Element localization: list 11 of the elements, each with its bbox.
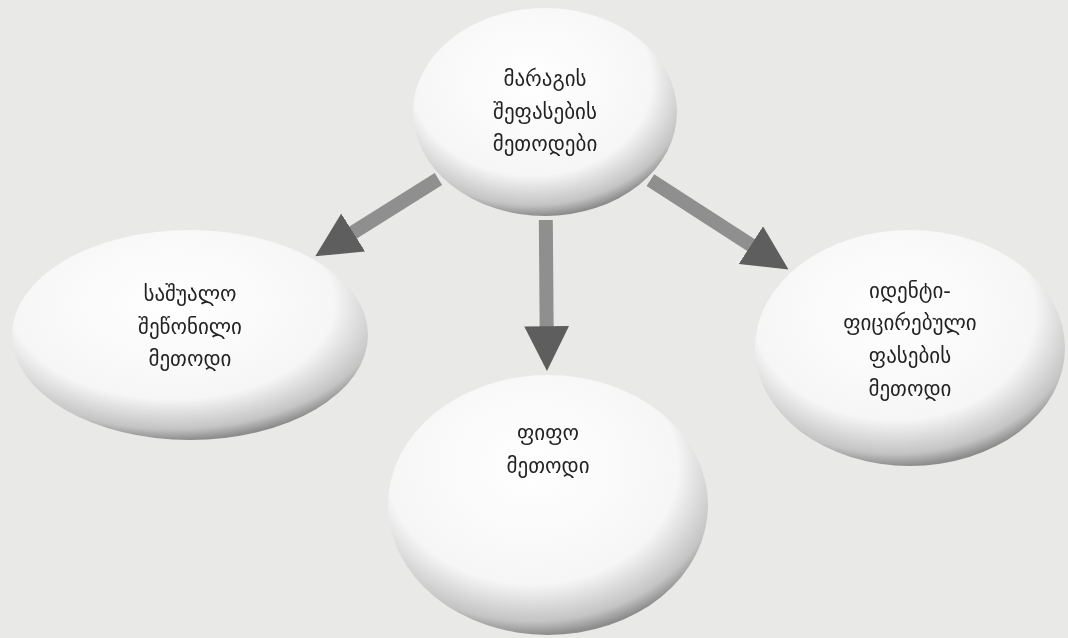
ellipse-node bbox=[755, 230, 1065, 466]
ellipse-node bbox=[12, 230, 368, 440]
ellipse-node bbox=[388, 375, 708, 635]
ellipse-node bbox=[413, 8, 677, 216]
node-label: მარაგის შეფასების მეთოდები bbox=[492, 66, 598, 159]
node-label: იდენტი- ფიცირებული ფასების მეთოდი bbox=[843, 277, 977, 403]
arrow bbox=[315, 173, 443, 257]
node-label: ფიფო მეთოდი bbox=[506, 420, 590, 480]
arrow bbox=[646, 174, 789, 270]
node-label: საშუალო შეწონილი მეთოდი bbox=[138, 281, 242, 374]
arrow bbox=[524, 219, 570, 371]
